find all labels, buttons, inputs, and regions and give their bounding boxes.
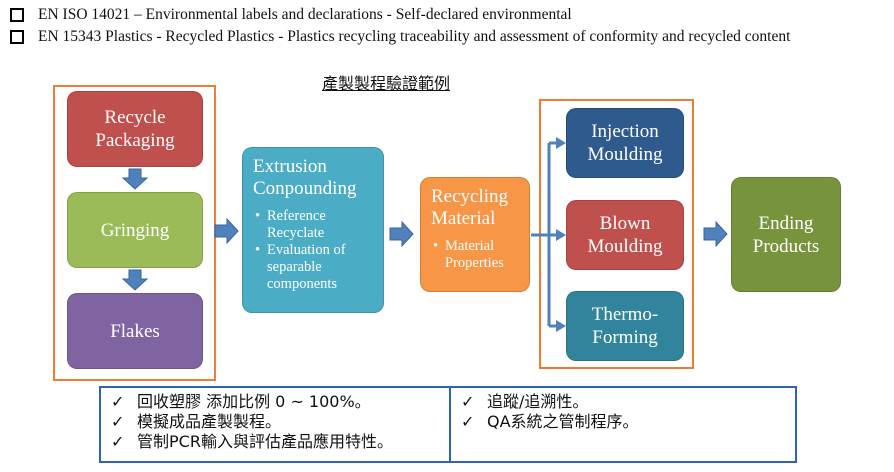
notes-right: ✓ 追蹤/追溯性。 ✓ QA系統之管制程序。 bbox=[449, 386, 797, 463]
check-icon: ✓ bbox=[111, 432, 125, 451]
stage-label: Thermo-Forming bbox=[591, 304, 659, 348]
stage-label: Recycle Packaging bbox=[95, 107, 175, 151]
stage-recycling-material: Recycling Material Material Properties bbox=[420, 177, 530, 292]
stage-thermo-forming: Thermo-Forming bbox=[566, 291, 684, 361]
note-item: ✓ 追蹤/追溯性。 bbox=[451, 392, 795, 412]
diagram-title: 產製製程驗證範例 bbox=[322, 74, 451, 93]
arrow-right-icon bbox=[214, 217, 239, 245]
arrow-down-icon bbox=[121, 168, 149, 190]
stage-injection-moulding: Injection Moulding bbox=[566, 108, 684, 178]
stage-ending-products: Ending Products bbox=[731, 177, 841, 292]
stage-recycle-packaging: Recycle Packaging bbox=[67, 91, 203, 167]
stage-flakes: Flakes bbox=[67, 293, 203, 369]
arrow-right-icon bbox=[389, 220, 414, 248]
stage-label: Injection Moulding bbox=[587, 121, 663, 165]
note-text: 回收塑膠 添加比例 0 ~ 100%。 bbox=[137, 392, 371, 411]
stage-label: Ending Products bbox=[752, 212, 820, 257]
note-item: ✓ 回收塑膠 添加比例 0 ~ 100%。 bbox=[101, 392, 449, 412]
stage-blown-moulding: Blown Moulding bbox=[566, 200, 684, 270]
arrow-right-icon bbox=[703, 220, 728, 248]
arrow-right-icon bbox=[556, 137, 566, 149]
arrow-down-icon bbox=[121, 269, 149, 291]
checkbox-icon bbox=[10, 8, 24, 22]
stage-gringing: Gringing bbox=[67, 192, 203, 268]
note-text: 模擬成品產製製程。 bbox=[137, 412, 282, 431]
check-icon: ✓ bbox=[111, 392, 125, 411]
stage-label: Extrusion Conpounding bbox=[253, 156, 357, 199]
note-item: ✓ 模擬成品產製製程。 bbox=[101, 412, 449, 432]
note-item: ✓ 管制PCR輸入與評估產品應用特性。 bbox=[101, 432, 449, 452]
checkbox-icon bbox=[10, 30, 24, 44]
standard-item: EN ISO 14021 – Environmental labels and … bbox=[10, 6, 572, 24]
stage-label: Flakes bbox=[110, 320, 160, 342]
notes-left: ✓ 回收塑膠 添加比例 0 ~ 100%。 ✓ 模擬成品產製製程。 ✓ 管制PCR輸入… bbox=[99, 386, 451, 463]
bullet-item: Evaluation of separable components bbox=[255, 242, 373, 293]
note-text: QA系統之管制程序。 bbox=[487, 412, 639, 431]
note-text: 管制PCR輸入與評估產品應用特性。 bbox=[137, 432, 393, 451]
note-text: 追蹤/追溯性。 bbox=[487, 392, 589, 411]
stage-extrusion-compounding: Extrusion Conpounding Reference Recyclat… bbox=[242, 147, 384, 313]
stage-label: Gringing bbox=[100, 219, 170, 241]
bullet-item: Material Properties bbox=[433, 238, 519, 272]
check-icon: ✓ bbox=[111, 412, 125, 431]
stage-bullets: Reference Recyclate Evaluation of separa… bbox=[253, 208, 373, 293]
stage-bullets: Material Properties bbox=[431, 238, 519, 272]
arrow-right-icon bbox=[556, 320, 566, 332]
standard-item: EN 15343 Plastics - Recycled Plastics - … bbox=[10, 28, 790, 46]
arrow-right-icon bbox=[556, 229, 566, 241]
note-item: ✓ QA系統之管制程序。 bbox=[451, 412, 795, 432]
branch-connector bbox=[531, 141, 558, 328]
check-icon: ✓ bbox=[461, 392, 475, 411]
standard-text: EN ISO 14021 – Environmental labels and … bbox=[38, 6, 572, 23]
check-icon: ✓ bbox=[461, 412, 475, 431]
stage-label: Blown Moulding bbox=[587, 213, 663, 257]
bullet-item: Reference Recyclate bbox=[255, 208, 373, 242]
stage-label: Recycling Material bbox=[431, 186, 509, 229]
standard-text: EN 15343 Plastics - Recycled Plastics - … bbox=[38, 28, 791, 45]
